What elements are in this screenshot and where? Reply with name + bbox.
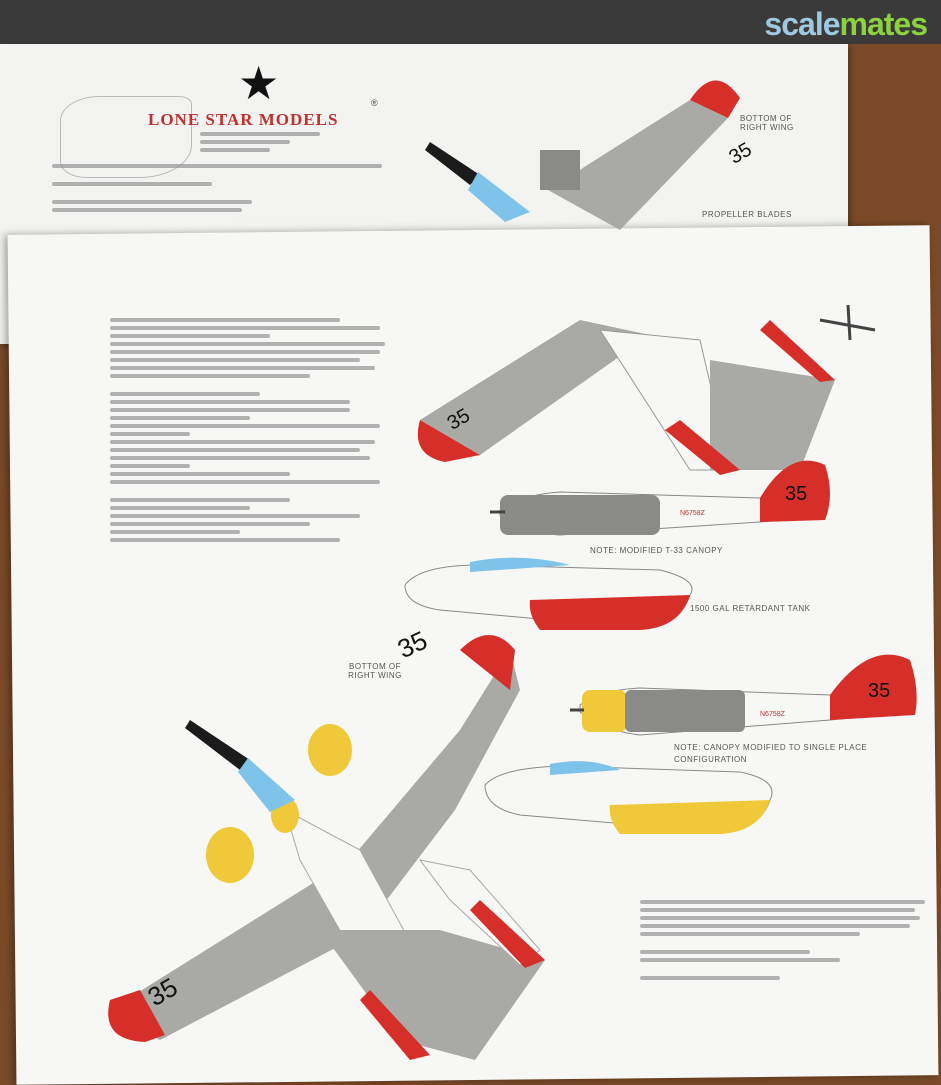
- label-retardant-tank: 1500 GAL RETARDANT TANK: [690, 604, 811, 613]
- brand-address-blur: [200, 132, 320, 156]
- label-bottom-right-wing-top: BOTTOM OF RIGHT WING: [740, 114, 794, 132]
- label-bottom-right-wing: BOTTOM OF RIGHT WING: [348, 662, 402, 680]
- wing-number-top: 35: [725, 138, 755, 168]
- twin-tail-drawing: 35: [417, 304, 876, 475]
- back-sheet-text-blur: [52, 164, 382, 216]
- side-view-1: 35 N6758Z: [490, 460, 830, 536]
- disclaimer-text-blur: [640, 900, 930, 984]
- tail-number-1: 35: [785, 483, 807, 505]
- texas-outline: [60, 96, 192, 178]
- label-propeller-blades: PROPELLER BLADES: [702, 210, 792, 219]
- side-view-4: [484, 761, 773, 834]
- back-wing-drawing: 35: [425, 80, 756, 230]
- side-view-2: [404, 557, 693, 630]
- bottom-view-aircraft: 35 35: [108, 625, 545, 1060]
- note-modified-t33-canopy: NOTE: MODIFIED T-33 CANOPY: [590, 546, 723, 555]
- registration-3: N6758Z: [760, 711, 786, 718]
- registered-mark: ®: [371, 98, 378, 108]
- star-icon: ★: [238, 57, 280, 109]
- brand-name: LONE STAR MODELS: [148, 110, 339, 129]
- registration-1: N6758Z: [680, 510, 706, 517]
- history-text-blur: [110, 318, 385, 546]
- note-single-place-canopy: NOTE: CANOPY MODIFIED TO SINGLE PLACE CO…: [674, 743, 868, 764]
- watermark-logo: scalemates: [764, 6, 928, 42]
- tail-number-3: 35: [868, 680, 890, 702]
- side-view-3: 35 N6758Z: [570, 654, 917, 736]
- wing-number-bottom-top: 35: [393, 625, 432, 664]
- photo-top-band: [0, 0, 941, 44]
